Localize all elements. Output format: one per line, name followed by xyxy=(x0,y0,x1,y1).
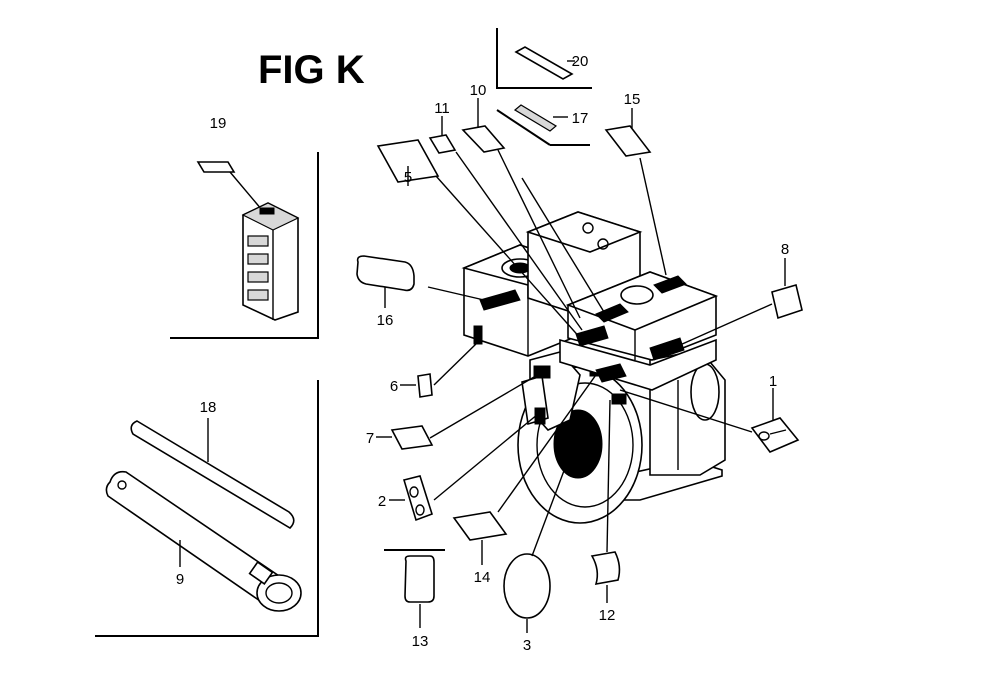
decal-10 xyxy=(461,125,506,153)
decal-7 xyxy=(390,425,434,450)
callout-20: 20 xyxy=(572,53,589,70)
callout-11: 11 xyxy=(434,100,450,117)
callout-19: 19 xyxy=(210,115,227,132)
callout-10: 10 xyxy=(470,82,487,99)
engine-assembly xyxy=(461,211,726,524)
pin-17 xyxy=(513,104,558,132)
callout-15: 15 xyxy=(624,91,641,108)
callout-3: 3 xyxy=(523,637,531,654)
callout-13: 13 xyxy=(412,633,429,650)
callout-16: 16 xyxy=(377,312,394,329)
callout-9: 9 xyxy=(176,571,184,588)
leader-lines xyxy=(376,60,786,633)
tools-group xyxy=(105,418,302,612)
callout-12: 12 xyxy=(599,607,616,624)
tube-9-end xyxy=(256,574,302,612)
fuel-cap xyxy=(620,285,654,305)
section-dividers xyxy=(95,28,592,637)
decal-15 xyxy=(604,125,652,157)
decal-19 xyxy=(196,161,236,173)
decal-6 xyxy=(417,373,433,398)
figure-title: FIG K xyxy=(258,48,365,92)
decal-parts xyxy=(356,46,803,619)
callout-18: 18 xyxy=(200,399,217,416)
callout-17: 17 xyxy=(572,110,589,127)
callout-1: 1 xyxy=(769,373,777,390)
decal-8 xyxy=(771,283,803,320)
callout-numbers: 20 17 10 11 15 19 5 16 8 1 6 7 18 2 9 14… xyxy=(176,53,789,654)
strip-20 xyxy=(514,46,574,80)
callout-5: 5 xyxy=(404,169,412,186)
decal-13 xyxy=(404,555,435,603)
callout-14: 14 xyxy=(474,569,491,586)
decal-11 xyxy=(428,134,457,154)
decal-3 xyxy=(503,553,551,619)
callout-6: 6 xyxy=(390,378,398,395)
decal-12 xyxy=(590,551,621,586)
part-19-group xyxy=(196,161,300,321)
starter-hub xyxy=(553,409,603,479)
callout-7: 7 xyxy=(366,430,374,447)
decal-5 xyxy=(376,139,440,183)
air-cleaner-decal-mark xyxy=(479,289,521,311)
rod-18 xyxy=(130,420,295,530)
tube-9 xyxy=(105,470,287,605)
decal-14 xyxy=(452,511,508,541)
callout-8: 8 xyxy=(781,241,789,258)
callout-2: 2 xyxy=(378,493,386,510)
decal-16 xyxy=(356,255,415,292)
decal-2 xyxy=(402,475,433,522)
decal-1 xyxy=(750,417,800,453)
